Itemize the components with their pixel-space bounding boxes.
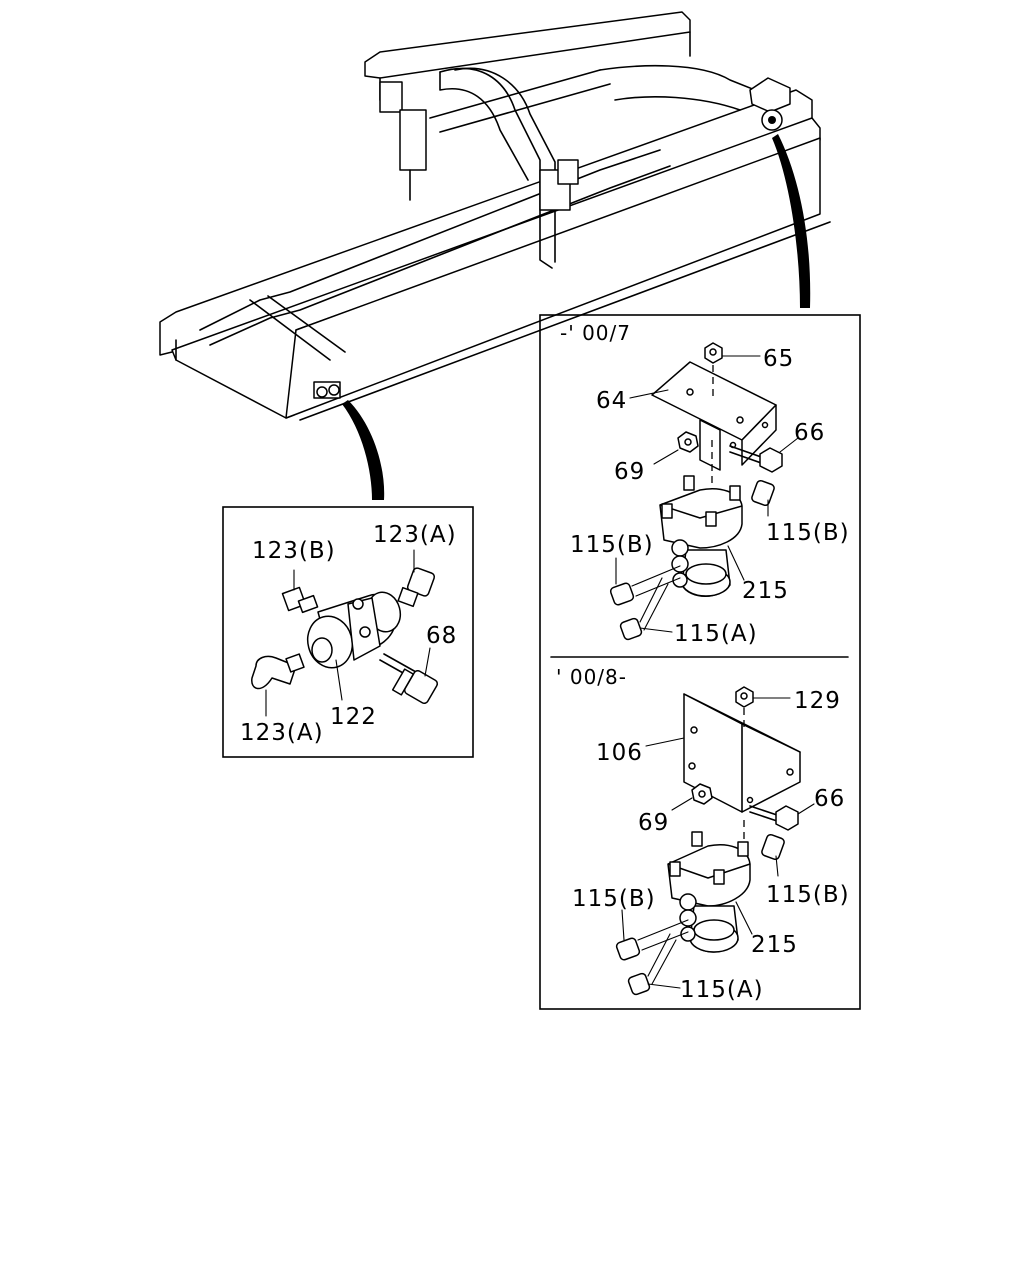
fitting-115b-left [609,565,681,606]
bolt-66 [729,445,783,473]
label-65: 65 [763,346,794,372]
label-123a-top: 123(A) [373,522,457,548]
upper-relay-valve-assembly [609,342,799,641]
label-123b: 123(B) [252,538,336,564]
label-64: 64 [596,388,627,414]
label-115b-left-lower: 115(B) [572,886,656,912]
label-115b-right-upper: 115(B) [766,520,850,546]
fitting-115a [619,577,669,641]
label-68: 68 [426,623,457,649]
right-panel-frame [539,314,861,1010]
valve-215 [659,475,743,597]
fitting-115a-lower [627,933,677,996]
label-106: 106 [596,740,643,766]
bracket-106 [683,693,801,813]
suspension-hanger [379,81,579,211]
label-115a-lower: 115(A) [680,977,764,1003]
valve-215-lower [667,831,751,953]
label-66-upper: 66 [794,420,825,446]
fitting-115b-right [751,479,775,507]
lower-header: ' 00/8- [556,665,627,689]
label-66-lower: 66 [814,786,845,812]
label-215-upper: 215 [742,578,789,604]
label-123a-bottom: 123(A) [240,720,324,746]
upper-header: -' 00/7 [560,321,631,345]
pressure-switch-assembly [251,549,439,717]
label-115a-upper: 115(A) [674,621,758,647]
label-69-upper: 69 [614,459,645,485]
label-129: 129 [794,688,841,714]
fitting-115b-right-lower [761,833,785,861]
label-69-lower: 69 [638,810,669,836]
leader-swoosh-left [342,400,385,500]
bracket-64 [651,361,777,471]
label-122: 122 [330,704,377,730]
fitting-123a-top [397,567,436,608]
fitting-123b [281,586,319,614]
nut-69-lower [691,783,713,805]
lower-relay-valve-assembly [615,686,815,996]
fitting-115b-left-lower [615,919,689,961]
leader-swoosh-right [772,134,811,308]
label-115b-right-lower: 115(B) [766,882,850,908]
valve-body-122 [306,591,402,669]
nut-129 [735,686,754,708]
bolt-68 [379,653,439,705]
nut-69 [677,431,699,453]
left-panel-frame [222,506,474,758]
label-215-lower: 215 [751,932,798,958]
rear-valve-location [749,77,791,131]
label-115b-left-upper: 115(B) [570,532,654,558]
nut-65 [704,342,723,364]
fitting-123a-bottom [251,653,305,690]
bolt-66-lower [749,805,799,831]
front-valve-location [313,381,341,399]
chassis-frame [159,11,831,421]
